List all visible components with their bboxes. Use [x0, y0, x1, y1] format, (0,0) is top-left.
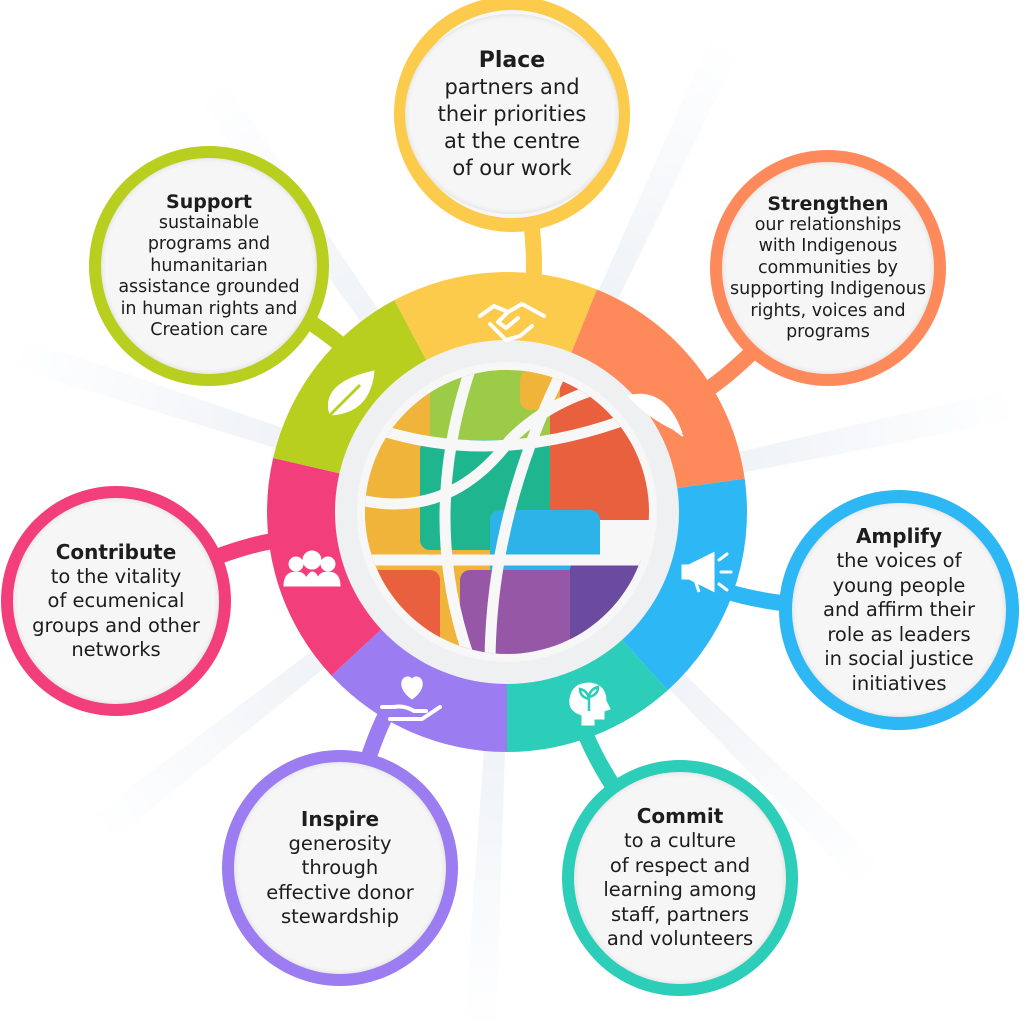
megaphone-sound	[717, 552, 733, 592]
bubble-support: Support sustainable programs and humanit…	[101, 158, 317, 374]
bubble-contribute: Contribute to the vitality of ecumenical…	[13, 498, 219, 704]
people-icon	[283, 550, 341, 587]
globe-line	[439, 370, 476, 654]
people-bodies	[283, 571, 341, 587]
bubble-commit: Commit to a culture of respect and learn…	[574, 772, 786, 984]
bubble-title: Place	[478, 47, 546, 73]
bubble-title: Inspire	[300, 806, 380, 831]
bubble-body: to a culture of respect and learning amo…	[603, 829, 757, 951]
bubble-body: partners and their priorities at the cen…	[437, 74, 587, 180]
person-head	[302, 550, 322, 570]
bubble-title: Amplify	[855, 524, 943, 548]
bubble-title: Strengthen	[767, 192, 889, 215]
feather-shape	[627, 393, 684, 437]
ring-segment-place	[394, 271, 597, 362]
bubble-place: Place partners and their priorities at t…	[405, 14, 619, 214]
feather-icon	[627, 393, 684, 437]
bubble-body: our relationships with Indigenous commun…	[730, 214, 926, 343]
bubble-body: generosity through effective donor stewa…	[266, 831, 414, 929]
hand-heart-icon	[380, 676, 442, 721]
leaf-vein	[326, 383, 362, 419]
person-head	[288, 556, 304, 572]
plant-shape	[578, 685, 600, 711]
leaf-icon	[326, 370, 375, 419]
bubble-body: the voices of young people and affirm th…	[823, 549, 975, 695]
heart-shape	[401, 676, 423, 700]
bubble-amplify: Amplify the voices of young people and a…	[792, 503, 1006, 717]
bubble-title: Commit	[636, 804, 724, 829]
head-plant-icon	[569, 682, 611, 726]
bubble-title: Support	[166, 190, 252, 213]
bubble-body: sustainable programs and humanitarian as…	[118, 212, 300, 341]
handshake-shape	[478, 302, 546, 342]
hand-shape	[380, 704, 442, 721]
megaphone-shape	[681, 551, 715, 593]
person-head	[320, 556, 336, 572]
megaphone-icon	[681, 551, 733, 593]
handshake-icon	[478, 302, 546, 342]
bubble-strengthen: Strengthen our relationships with Indige…	[722, 162, 934, 374]
bubble-title: Contribute	[55, 539, 177, 564]
ring-segment-amplify	[620, 478, 747, 691]
ring-segment-strengthen	[570, 289, 745, 489]
bubble-body: to the vitality of ecumenical groups and…	[32, 564, 200, 662]
bubble-inspire: Inspire generosity through effective don…	[234, 762, 446, 974]
globe-piece	[365, 420, 420, 570]
